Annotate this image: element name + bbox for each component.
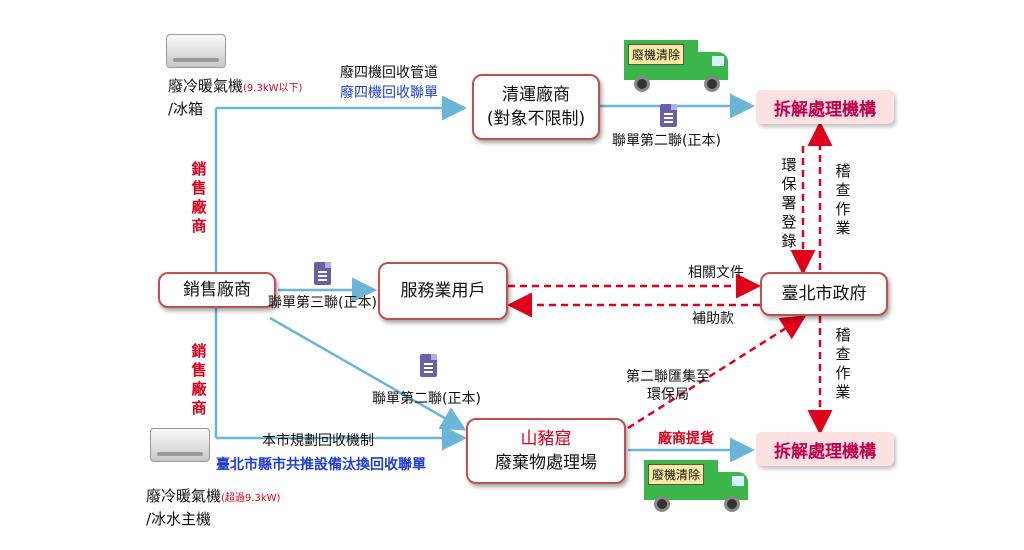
vertical-seller-bottom: 銷 售 廠 商 xyxy=(190,342,208,418)
top-route-label1: 廢四機回收管道 xyxy=(340,65,438,81)
dismantle-top-box: 拆解處理機構 xyxy=(756,90,894,124)
vchar: 稽 xyxy=(835,326,851,344)
document-icon xyxy=(660,104,677,127)
copy2-top-label: 聯單第二聯(正本) xyxy=(612,133,721,149)
truck-bottom-icon: 廢機清除 xyxy=(644,460,754,520)
vchar: 查 xyxy=(835,345,851,363)
vchar: 售 xyxy=(191,361,207,379)
qingyun-box: 清運廠商 (對象不限制) xyxy=(472,74,600,140)
vchar: 業 xyxy=(835,219,851,237)
copy2-mid-label: 聯單第二聯(正本) xyxy=(372,391,481,407)
related-docs-label: 相關文件 xyxy=(688,265,744,281)
vertical-epa-register: 環 保 署 登 錄 xyxy=(780,156,798,251)
vendor-pickup-label: 廠商提貨 xyxy=(658,431,714,447)
seller-to-shanzhu-line xyxy=(269,316,467,431)
shanzhu-line1: 山豬窟 xyxy=(520,429,572,449)
bottom-route-label2: 臺北市縣市共推設備汰換回收聯單 xyxy=(216,457,426,473)
vchar: 錄 xyxy=(781,232,797,250)
bottom-source-note: (超過9.3kW) xyxy=(221,493,281,504)
subsidy-label: 補助款 xyxy=(692,311,734,327)
service-user-box: 服務業用戶 xyxy=(378,262,508,320)
submit-epb-arrow xyxy=(627,315,807,430)
qingyun-line1: 清運廠商 xyxy=(502,85,570,105)
air-conditioner-icon xyxy=(150,428,210,462)
vchar: 廠 xyxy=(191,380,207,398)
submit-epb-label: 第二聯匯集至 環保局 xyxy=(626,368,710,404)
vchar: 保 xyxy=(781,175,797,193)
vchar: 商 xyxy=(191,217,207,235)
vchar: 廠 xyxy=(191,198,207,216)
bottom-route-label1: 本市規劃回收機制 xyxy=(262,433,374,449)
vchar: 登 xyxy=(781,213,797,231)
shanzhu-line2: 廢棄物處理場 xyxy=(495,453,597,473)
submit-epb-line2: 環保局 xyxy=(647,387,689,403)
vchar: 業 xyxy=(835,383,851,401)
vchar: 稽 xyxy=(835,162,851,180)
truck-top-sign: 廢機清除 xyxy=(628,44,685,65)
vchar: 銷 xyxy=(191,160,207,178)
truck-bottom-sign: 廢機清除 xyxy=(648,464,705,485)
dismantle-bottom-box: 拆解處理機構 xyxy=(756,432,894,466)
top-route-label2: 廢四機回收聯單 xyxy=(340,85,438,101)
seller-box: 銷售廠商 xyxy=(158,272,276,308)
bottom-source-label: 廢冷暖氣機(超過9.3kW) /冰水主機 xyxy=(146,486,280,529)
vchar: 銷 xyxy=(191,342,207,360)
vchar: 作 xyxy=(835,364,851,382)
top-source-note: (9.3kW以下) xyxy=(243,83,303,94)
copy3-label: 聯單第三聯(正本) xyxy=(268,295,377,311)
vertical-audit-top: 稽 查 作 業 xyxy=(834,162,852,238)
vchar: 作 xyxy=(835,200,851,218)
top-source-label: 廢冷暖氣機(9.3kW以下) /冰箱 xyxy=(168,76,302,119)
document-icon xyxy=(314,262,331,285)
top-source-line2: /冰箱 xyxy=(168,100,204,118)
bottom-source-line2: /冰水主機 xyxy=(146,510,212,528)
vchar: 查 xyxy=(835,181,851,199)
taipei-gov-box: 臺北市政府 xyxy=(760,272,888,316)
vertical-seller-top: 銷 售 廠 商 xyxy=(190,160,208,236)
air-conditioner-icon xyxy=(166,34,226,68)
vertical-audit-bottom: 稽 查 作 業 xyxy=(834,326,852,402)
bottom-source-line1: 廢冷暖氣機 xyxy=(146,487,222,505)
top-source-line1: 廢冷暖氣機 xyxy=(168,77,244,95)
vchar: 售 xyxy=(191,179,207,197)
truck-top-icon: 廢機清除 xyxy=(624,40,734,100)
qingyun-line2: (對象不限制) xyxy=(486,109,586,129)
vchar: 商 xyxy=(191,399,207,417)
vchar: 署 xyxy=(781,194,797,212)
shanzhu-box: 山豬窟 廢棄物處理場 xyxy=(466,418,626,484)
vchar: 環 xyxy=(781,156,797,174)
document-icon xyxy=(420,354,437,377)
submit-epb-line1: 第二聯匯集至 xyxy=(626,369,710,385)
